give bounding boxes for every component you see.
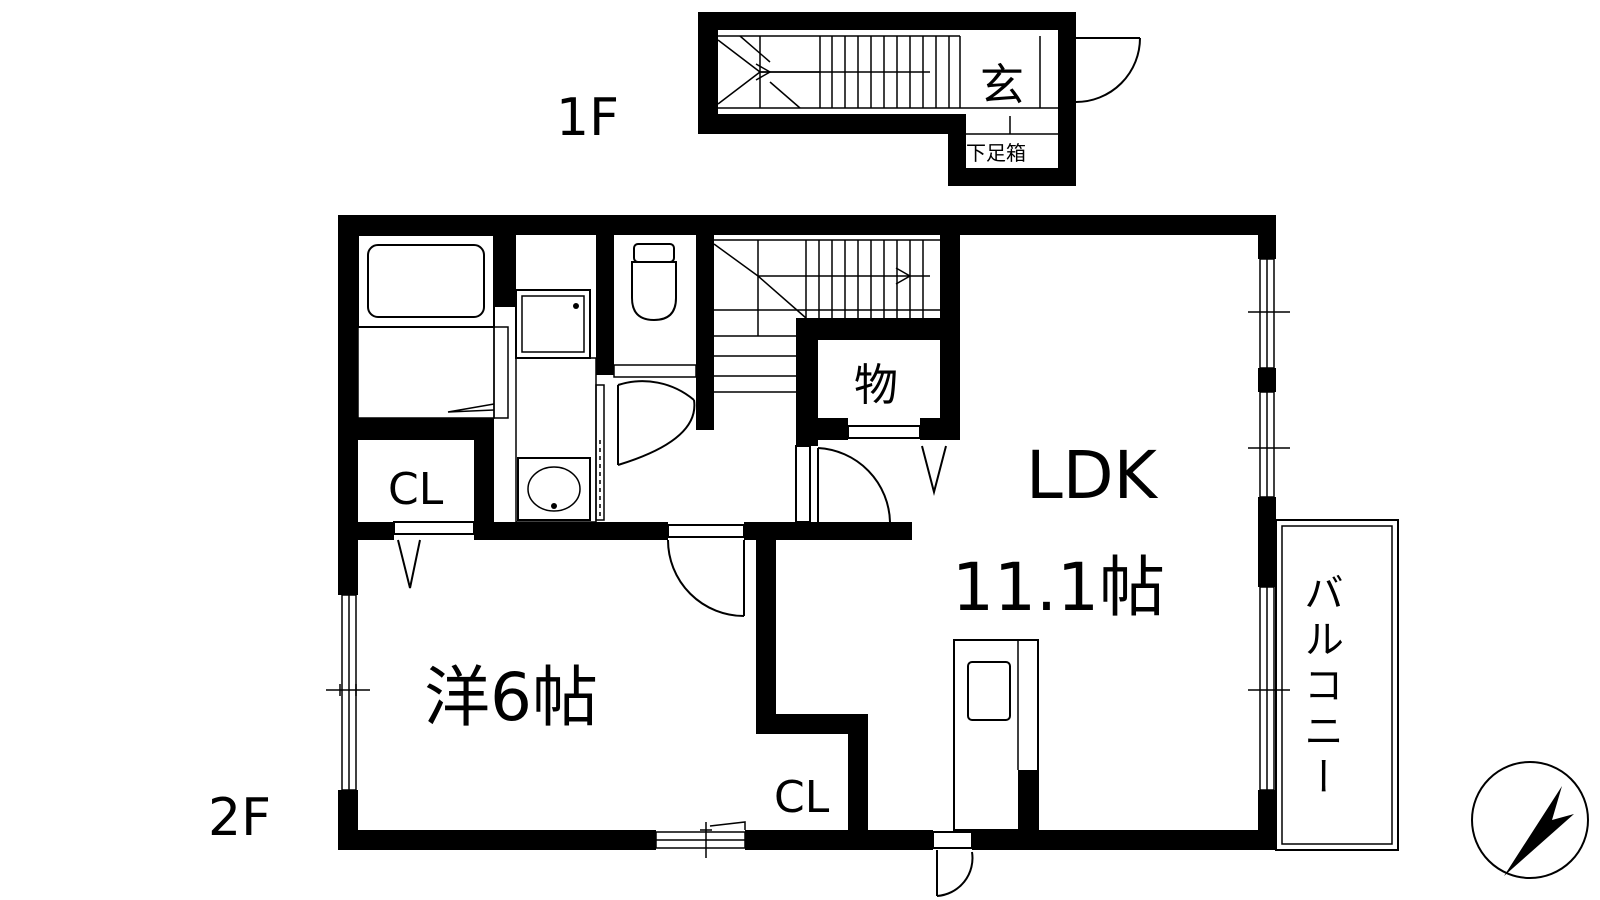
kitchen-counter xyxy=(953,639,1039,831)
second-floor-plan xyxy=(326,215,1399,897)
wall-right xyxy=(1258,215,1276,259)
wall-closet-bottom xyxy=(338,522,394,540)
entrance-label: 玄 xyxy=(980,60,1024,111)
shoe-box-label: 下足箱 xyxy=(966,141,1026,165)
wall xyxy=(698,12,718,134)
wall-bottom-mid xyxy=(745,830,933,850)
bathtub-icon xyxy=(357,234,495,419)
wall-room-right xyxy=(756,522,776,732)
wall-bottom-left xyxy=(338,830,656,850)
western-room-window xyxy=(326,594,370,791)
storage-label: 物 xyxy=(854,360,898,411)
wall xyxy=(948,168,1076,186)
bottom-window xyxy=(655,821,746,858)
ldk-window-middle xyxy=(1248,391,1290,498)
storage-door xyxy=(847,425,947,496)
wall-toilet-left xyxy=(596,235,614,375)
floor-label-2f: 2F xyxy=(208,788,271,848)
wall-storage-right xyxy=(940,235,960,440)
toilet-icon xyxy=(613,243,697,378)
wall-top xyxy=(338,215,1276,235)
wall-storage-bottom xyxy=(818,418,848,440)
closet-lower-label: CL xyxy=(774,772,830,823)
wall-closet-right xyxy=(848,714,868,850)
wall xyxy=(698,114,956,134)
wall-bath-right xyxy=(494,235,516,307)
western-room-label: 洋6帖 xyxy=(424,659,598,736)
floor-label-1f: 1F xyxy=(556,88,619,148)
wall xyxy=(698,12,1076,30)
stairs-2f xyxy=(713,239,940,393)
wall-storage-bottom xyxy=(920,418,960,440)
closet-upper-label: CL xyxy=(388,464,444,515)
wall-storage-top xyxy=(796,318,948,340)
balcony xyxy=(1275,519,1399,851)
wall xyxy=(1058,12,1076,186)
front-door xyxy=(932,831,974,897)
wall-right xyxy=(1258,790,1276,850)
wall-storage-left xyxy=(796,318,818,446)
wall-closet-top xyxy=(756,714,866,734)
balcony-inner xyxy=(1281,525,1393,845)
wall-toilet-right xyxy=(696,235,714,430)
stairs-1f xyxy=(717,35,961,109)
wall-closet-right xyxy=(474,418,494,540)
bath-door xyxy=(447,326,509,419)
ldk-name: LDK xyxy=(1026,437,1159,514)
ldk-window-lower xyxy=(1248,586,1290,791)
first-floor-plan xyxy=(698,12,1141,186)
wall-washroom-bottom xyxy=(474,522,668,540)
hall-door xyxy=(795,445,891,523)
balcony-label: バルコニー xyxy=(1297,572,1343,802)
wall-right xyxy=(1258,497,1276,587)
wall-right xyxy=(1258,368,1276,392)
entrance-step xyxy=(960,36,1058,109)
wall-hall xyxy=(744,522,912,540)
closet-upper-door xyxy=(393,521,475,589)
kitchen-wall xyxy=(1018,770,1038,850)
washbasin-icon xyxy=(517,457,591,521)
western-room-door xyxy=(667,524,745,617)
wall-bath-bottom xyxy=(338,418,494,440)
north-arrow-icon xyxy=(1471,761,1589,879)
wall-bottom-right xyxy=(972,830,1276,850)
washroom-floor xyxy=(515,357,597,523)
entrance-door xyxy=(1075,37,1141,103)
washroom-sliding-door xyxy=(595,384,605,521)
toilet-door xyxy=(617,380,696,466)
washing-machine-icon xyxy=(515,289,591,359)
ldk-size: 11.1帖 xyxy=(952,549,1165,626)
ldk-window-upper xyxy=(1248,258,1290,369)
wall-left-upper xyxy=(338,215,358,595)
